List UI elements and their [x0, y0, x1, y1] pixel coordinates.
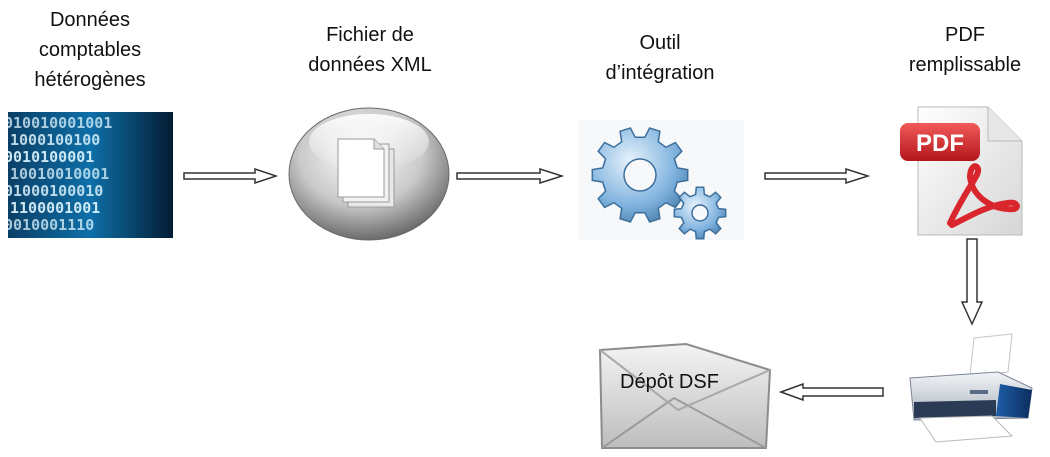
depot-dsf-label: Dépôt DSF	[620, 371, 719, 393]
arrow-printer-to-depot	[778, 382, 885, 406]
binary-row: 1000100100	[10, 131, 100, 149]
binary-row: 10010010001	[10, 165, 109, 183]
arrow-pdf-to-printer	[960, 238, 984, 331]
binary-row: 0010100001	[8, 148, 94, 166]
binary-row: 1100001001	[10, 199, 100, 217]
arrow-donnees-to-xml	[183, 167, 279, 189]
arrow-xml-to-outil	[456, 167, 565, 189]
gear-hole	[623, 158, 657, 192]
arrow-outil-to-pdf	[764, 167, 871, 189]
gears-icon	[578, 120, 744, 240]
xml-file-icon	[288, 107, 450, 242]
binary-row: 010010001001	[8, 114, 112, 132]
label-outil-integration: Outil d’intégration	[605, 32, 715, 84]
printer-icon	[900, 332, 1038, 446]
binary-row: 01000100010	[8, 182, 103, 200]
label-pdf-remplissable: PDF remplissable	[908, 24, 1022, 76]
pdf-badge-text: PDF	[916, 130, 964, 157]
envelope-icon	[596, 340, 773, 452]
label-fichier-xml: Fichier de données XML	[308, 24, 432, 76]
pdf-file-icon: PDF	[896, 105, 1024, 237]
gear-hole	[691, 204, 709, 222]
binary-row: 0010001110	[8, 216, 94, 234]
label-donnees-comptables: Données comptables hétérogènes	[34, 9, 146, 91]
